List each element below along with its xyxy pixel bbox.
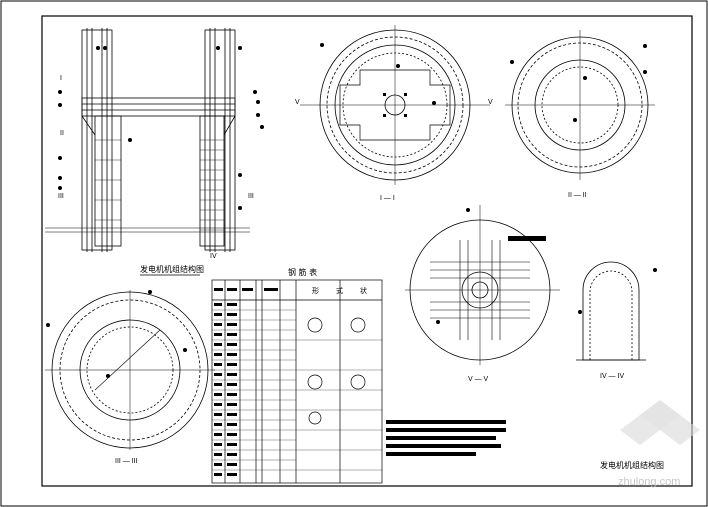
section-I-mark-left: V xyxy=(295,99,300,106)
section-III-caption: III — III xyxy=(115,458,138,465)
section-III-view xyxy=(45,290,215,450)
rebar-table-title: 钢 筋 表 xyxy=(288,267,317,277)
watermark-text: zhulong.com xyxy=(618,476,680,488)
section-I-caption: I — I xyxy=(380,195,395,202)
notes-block xyxy=(386,420,506,456)
elevation-left-column xyxy=(94,115,122,247)
mark-III-left: III xyxy=(58,193,64,200)
mark-I-left: I xyxy=(60,75,62,82)
section-II-caption: II — II xyxy=(568,192,587,199)
elevation-caption: 发电机机组结构图 xyxy=(140,264,204,274)
section-V-view xyxy=(405,205,560,365)
section-V-caption: V — V xyxy=(468,376,489,383)
elevation-right-column xyxy=(199,115,225,247)
inner-frame xyxy=(41,15,693,487)
section-IV-view xyxy=(576,261,657,361)
table-header-shape-1: 形 xyxy=(312,287,319,295)
mark-IV-elev: IV xyxy=(210,253,217,260)
rebar-table xyxy=(211,279,383,484)
elevation-view xyxy=(45,28,264,252)
mark-II-left: II xyxy=(60,130,64,137)
table-header-shape-2: 式 xyxy=(336,286,343,295)
watermark-logo xyxy=(620,400,700,445)
elevation-slab xyxy=(81,97,236,117)
section-IV-caption: IV — IV xyxy=(600,373,624,380)
section-I-view xyxy=(300,25,490,185)
table-header-shape-3: 状 xyxy=(360,286,367,295)
section-I-mark-right: V xyxy=(488,99,493,106)
mark-III-right: III xyxy=(248,193,254,200)
drawing-title: 发电机机组结构图 xyxy=(600,460,664,470)
section-II-view xyxy=(505,30,655,180)
